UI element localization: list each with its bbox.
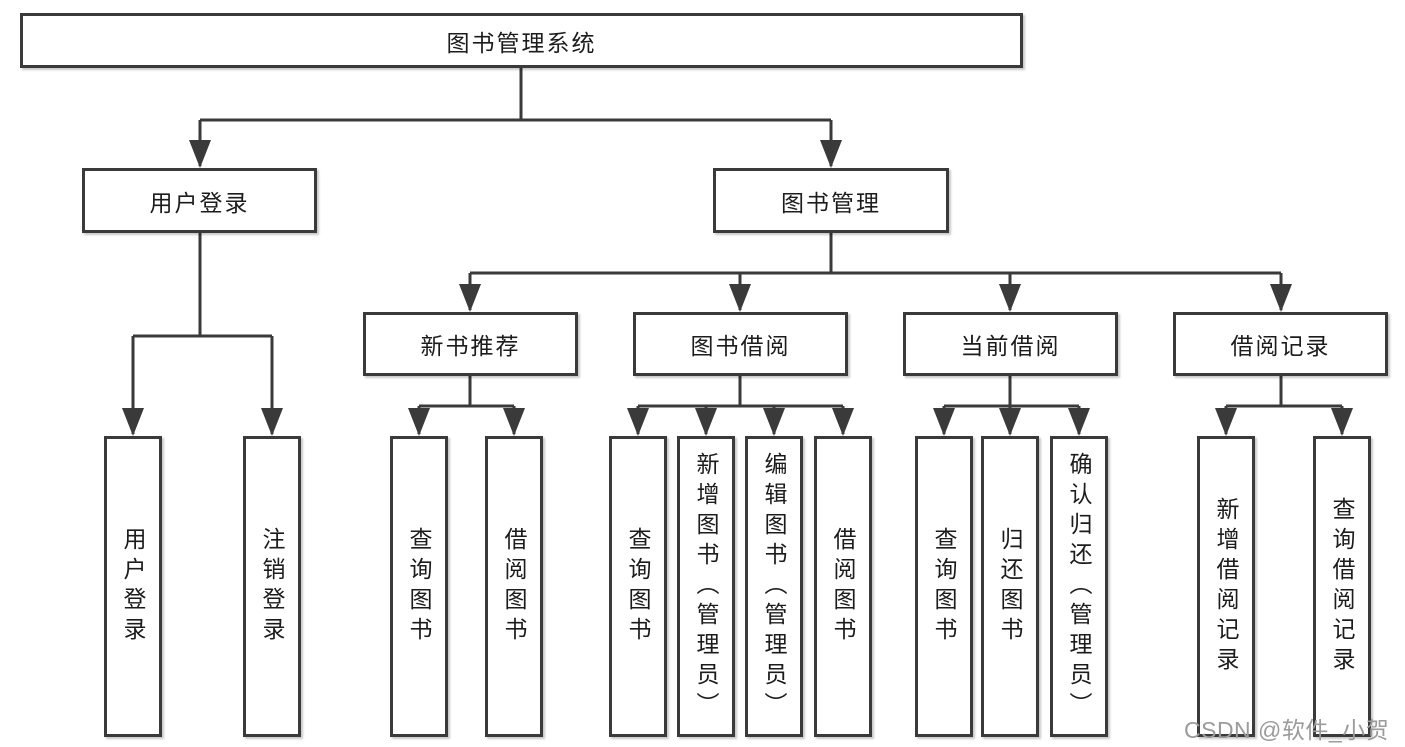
node-library-management-system: 图书管理系统 bbox=[20, 13, 1023, 68]
leaf-add-books-admin: 新增图书（管理员） bbox=[677, 436, 735, 737]
leaf-borrow-books: 借阅图书 bbox=[814, 436, 872, 737]
leaf-user-login: 用户登录 bbox=[104, 436, 162, 737]
leaf-query-books-borrowing: 查询图书 bbox=[609, 436, 667, 737]
leaf-query-borrowing-record: 查询借阅记录 bbox=[1313, 436, 1371, 737]
node-book-borrowing: 图书借阅 bbox=[633, 312, 848, 376]
node-current-borrowing: 当前借阅 bbox=[903, 312, 1118, 376]
leaf-edit-books-admin: 编辑图书（管理员） bbox=[745, 436, 803, 737]
node-user-login: 用户登录 bbox=[82, 168, 317, 233]
leaf-query-books-recommend: 查询图书 bbox=[390, 436, 448, 737]
leaf-borrow-books-recommend: 借阅图书 bbox=[485, 436, 543, 737]
node-new-book-recommendation: 新书推荐 bbox=[363, 312, 578, 376]
leaf-return-books: 归还图书 bbox=[981, 436, 1039, 737]
connector-lines bbox=[131, 68, 1344, 434]
leaf-query-books-current: 查询图书 bbox=[915, 436, 973, 737]
leaf-add-borrowing-record: 新增借阅记录 bbox=[1197, 436, 1255, 737]
node-borrowing-records: 借阅记录 bbox=[1173, 312, 1388, 376]
node-book-management: 图书管理 bbox=[713, 168, 949, 233]
leaf-logout-login: 注销登录 bbox=[243, 436, 301, 737]
leaf-confirm-return-admin: 确认归还（管理员） bbox=[1050, 436, 1108, 737]
arrowhead-icons bbox=[122, 140, 1353, 436]
csdn-watermark: CSDN @软件_小贺同学 bbox=[1184, 717, 1390, 743]
